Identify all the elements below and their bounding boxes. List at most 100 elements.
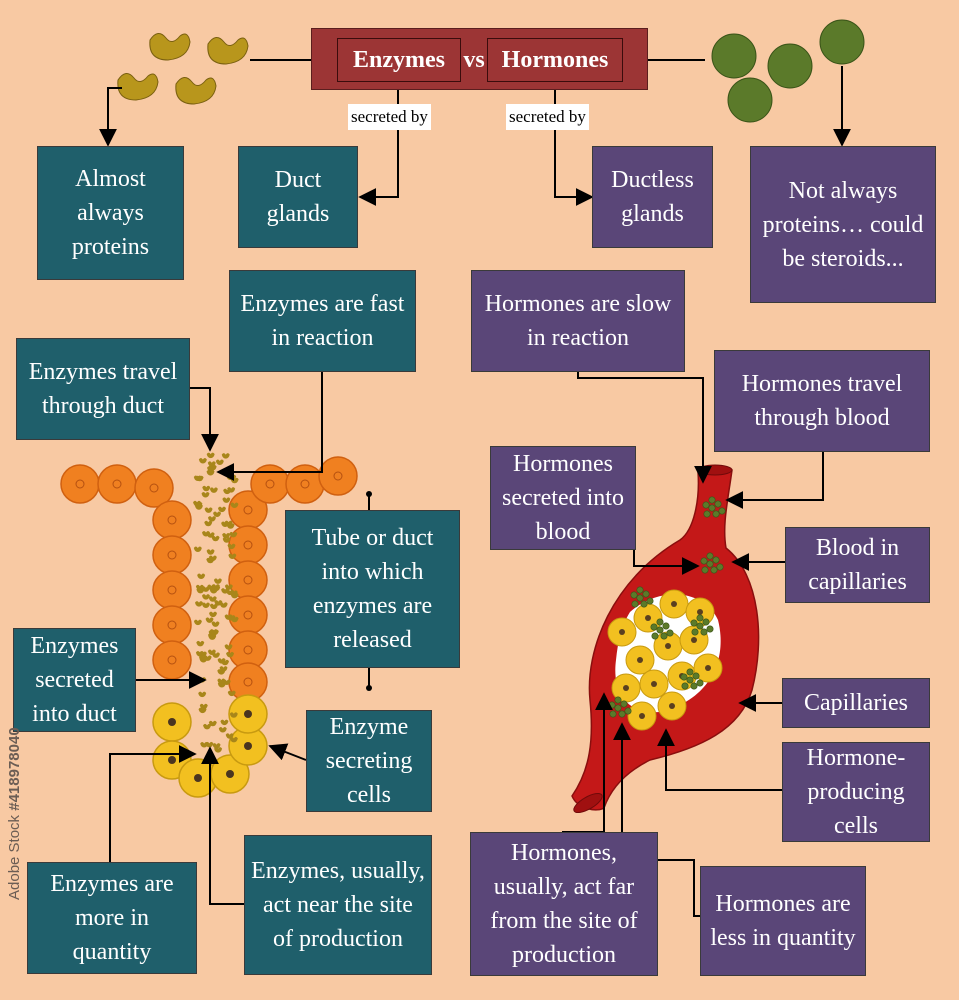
enzyme-particle (207, 649, 216, 655)
hormone-particle (624, 707, 632, 715)
hormone-particle (691, 628, 699, 636)
enzyme-particle (211, 535, 220, 542)
cell-nucleus (645, 615, 651, 621)
cell-nucleus (637, 657, 643, 663)
enzyme-particle (222, 497, 231, 503)
enzyme-particle (201, 594, 210, 600)
hormone-particle (681, 682, 689, 690)
cell-nucleus (669, 703, 675, 709)
hormone-molecule-icon (767, 43, 813, 89)
hormones-act-far-box: Hormones, usually, act far from the site… (470, 832, 658, 976)
hormone-particle (608, 701, 616, 709)
hormone-particle (642, 590, 650, 598)
enzyme-molecule-icon (117, 73, 159, 101)
enzyme-particle (221, 453, 230, 459)
hormone-particle (646, 597, 654, 605)
hormone-particle (712, 556, 720, 564)
hormone-particle (714, 500, 722, 508)
hormone-particle (620, 700, 628, 708)
enzyme-secreted-by-label: secreted by (348, 104, 431, 130)
enzyme-particle (207, 461, 216, 467)
hormone-particle (712, 510, 720, 518)
enzyme-particle (208, 720, 217, 727)
duct-cell (152, 500, 192, 540)
hormone-particle (706, 552, 714, 560)
ductless-glands-box: Ductless glands (592, 146, 713, 248)
hormone-particle (660, 632, 668, 640)
enzyme-particle (207, 516, 216, 522)
cell-nucleus (705, 665, 711, 671)
watermark-id: #418978040 (6, 727, 23, 811)
hormone-particle (696, 622, 704, 630)
hormone-particle (656, 618, 664, 626)
hormone-particle (706, 625, 714, 633)
enzyme-particle (205, 617, 214, 623)
enzyme-particle (220, 719, 229, 726)
hormone-particle (700, 557, 708, 565)
duct-cell (250, 464, 290, 504)
hormone-particle (686, 676, 694, 684)
enzyme-particle (229, 736, 238, 743)
enzymes-secreted-duct-box: Enzymes secreted into duct (13, 628, 136, 732)
enzyme-particle (222, 537, 231, 543)
hormone-particle (666, 629, 674, 637)
hormone-particle (696, 679, 704, 687)
enzyme-particle (208, 555, 217, 561)
hormone-molecule-icon (819, 19, 865, 65)
enzyme-particle (206, 532, 215, 538)
hormone-particle (636, 586, 644, 594)
enzyme-particle (213, 578, 222, 584)
hormone-particle (710, 566, 718, 574)
cell-nucleus (623, 685, 629, 691)
hormone-particle (614, 696, 622, 704)
hormone-particle (696, 614, 704, 622)
enzyme-particle (226, 651, 235, 658)
duct-cell (152, 535, 192, 575)
title-vs: vs (463, 46, 485, 73)
enzyme-particle (209, 611, 218, 618)
enzyme-particle (218, 726, 227, 733)
enzyme-particle (209, 487, 218, 493)
enzyme-particle (208, 596, 217, 602)
enzyme-particle (222, 679, 231, 685)
hormone-particle (656, 626, 664, 634)
cell-nucleus (619, 629, 625, 635)
enzyme-particle (202, 485, 211, 492)
hormone-particle (708, 504, 716, 512)
hormone-particle (702, 618, 710, 626)
enzyme-particle (198, 651, 207, 657)
cell-nucleus (639, 713, 645, 719)
enzyme-particle (221, 659, 230, 666)
enzyme-particle (195, 584, 204, 591)
left-connectors (109, 372, 370, 905)
enzyme-particle (204, 520, 213, 527)
hormone-particle (716, 563, 724, 571)
hormone-particle (706, 560, 714, 568)
hormone-particle (690, 682, 698, 690)
blood-in-capillaries-box: Blood in capillaries (785, 527, 930, 603)
duct-cell (97, 464, 137, 504)
title-enzymes: Enzymes (337, 38, 461, 82)
hormone-particle (630, 591, 638, 599)
enzyme-particle (230, 616, 239, 623)
hormone-particle (700, 628, 708, 636)
hormones-slow-box: Hormones are slow in reaction (471, 270, 685, 372)
cell-nucleus (697, 609, 703, 615)
enzyme-particle (197, 573, 206, 580)
enzyme-particle (207, 584, 216, 591)
enzyme-particle (196, 640, 205, 647)
hormone-particle (636, 594, 644, 602)
enzyme-particle (229, 531, 238, 538)
enzyme-secreting-cells-box: Enzyme secreting cells (306, 710, 432, 812)
enzyme-particle (230, 592, 239, 599)
enzyme-particle (193, 546, 202, 553)
enzyme-particle (224, 644, 233, 650)
enzyme-molecule-icons (117, 33, 249, 105)
enzyme-particle (230, 502, 239, 508)
enzyme-particle (201, 491, 210, 498)
enzyme-particle (209, 603, 218, 610)
enzyme-particle (193, 619, 202, 626)
hormone-molecule-icons (711, 19, 865, 123)
hormone-particle (686, 668, 694, 676)
title-hormones: Hormones (487, 38, 623, 82)
